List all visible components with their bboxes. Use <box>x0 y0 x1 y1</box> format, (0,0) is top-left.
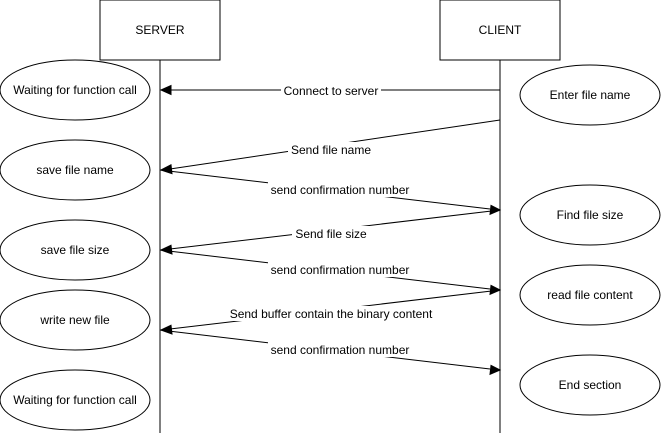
message-label: Send file size <box>295 227 367 241</box>
message-arrow: Send buffer contain the binary content <box>159 289 501 335</box>
server-state-label: Waiting for function call <box>13 393 137 407</box>
message-arrow: Connect to server <box>159 83 500 98</box>
message-label: Send file name <box>291 143 371 157</box>
client-state: Find file size <box>519 184 661 246</box>
server-participant: SERVER <box>99 0 221 61</box>
message-label: Send buffer contain the binary content <box>230 307 433 321</box>
message-label: send confirmation number <box>271 183 410 197</box>
server-state-label: save file name <box>36 163 114 177</box>
message-arrow: send confirmation number <box>159 329 502 376</box>
server-state-label: save file size <box>41 243 110 257</box>
message-label: send confirmation number <box>271 263 410 277</box>
server-state-label: Waiting for function call <box>13 83 137 97</box>
server-state: save file name <box>0 139 151 201</box>
message-arrow: Send file size <box>159 209 501 255</box>
server-state: Waiting for function call <box>0 369 151 431</box>
client-state: End section <box>519 354 661 416</box>
client-participant: CLIENT <box>439 0 561 61</box>
message-label: Connect to server <box>284 84 379 98</box>
client-state-label: Enter file name <box>550 88 631 102</box>
message-arrow: send confirmation number <box>159 249 502 296</box>
client-state-label: End section <box>559 378 622 392</box>
message-arrow: Send file name <box>159 119 501 175</box>
message-label: send confirmation number <box>271 343 410 357</box>
server-state: save file size <box>0 219 151 281</box>
server-participant-label: SERVER <box>135 23 184 37</box>
server-state: Waiting for function call <box>0 59 151 121</box>
client-state: Enter file name <box>519 64 661 126</box>
server-state: write new file <box>0 289 151 351</box>
server-state-label: write new file <box>39 313 110 327</box>
client-state-label: Find file size <box>557 208 624 222</box>
message-arrow: send confirmation number <box>159 169 502 216</box>
client-state: read file content <box>519 264 661 326</box>
client-participant-label: CLIENT <box>479 23 522 37</box>
client-state-label: read file content <box>547 288 633 302</box>
